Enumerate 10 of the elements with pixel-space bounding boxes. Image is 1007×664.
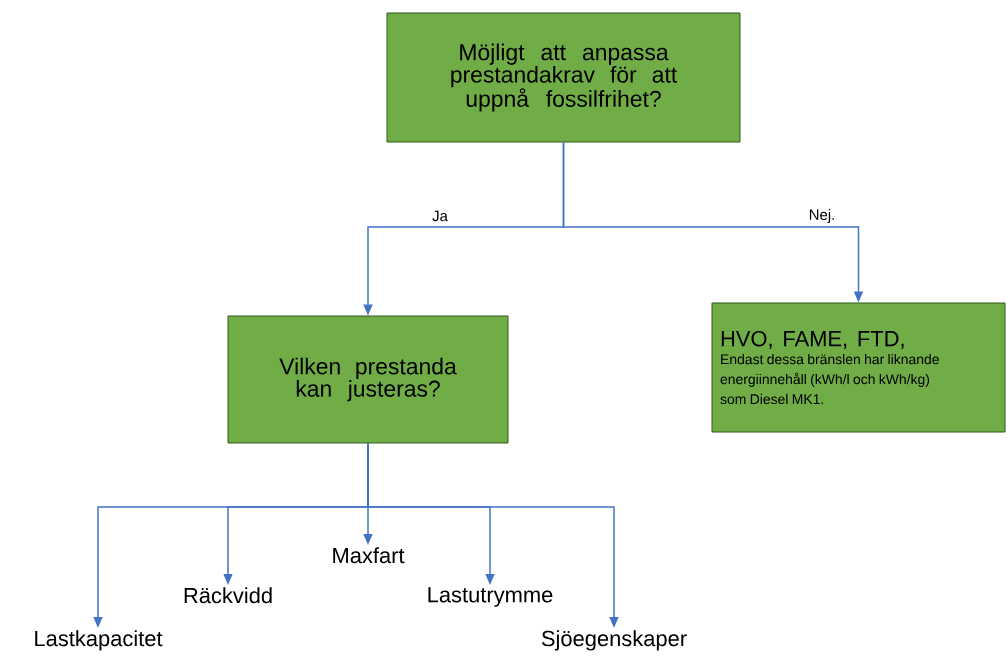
decision-box: Möjligt att anpassa prestandakrav för att uppnå fossilfrihet? — [386, 12, 741, 143]
decision-box: Vilken prestanda kan justeras? — [227, 315, 509, 444]
edge-label: Nej. — [807, 208, 837, 224]
decision-box: HVO, FAME, FTD, Endast dessa bränslen har liknande energiinnehåll (kWh/l och kWh/kg) som Diesel MK1. — [711, 302, 1006, 433]
option-text: Räckvidd — [184, 587, 272, 604]
option-text: Lastutrymme — [428, 587, 553, 607]
option-text: Maxfart — [333, 547, 405, 564]
option-text: Lastkapacitet — [35, 630, 163, 651]
option-text: Sjöegenskaper — [541, 630, 687, 651]
edge-label: Ja — [431, 209, 449, 223]
